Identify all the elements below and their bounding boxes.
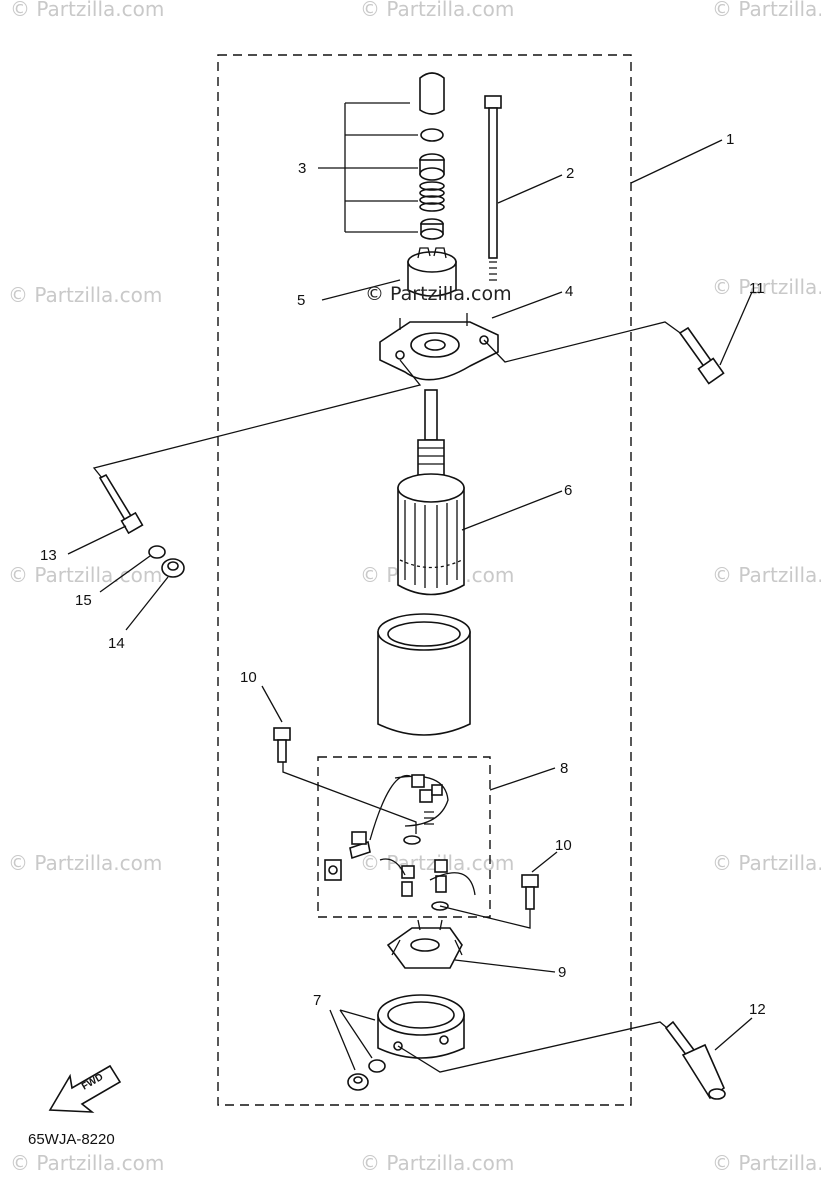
callout-10-upper: 10 — [240, 669, 257, 686]
callout-3: 3 — [298, 160, 306, 177]
bolt-10-lower — [521, 874, 539, 910]
pinion-stopper-set — [419, 72, 445, 240]
assembly-boundary — [217, 54, 632, 1106]
callout-6: 6 — [564, 482, 572, 499]
brush-holder-assembly — [324, 774, 476, 911]
callout-4: 4 — [565, 283, 573, 300]
through-bolt — [484, 95, 502, 281]
bolt-11 — [678, 326, 725, 385]
callout-13: 13 — [40, 547, 57, 564]
callout-12: 12 — [749, 1001, 766, 1018]
watermark-bottom-left: © Partzilla.com — [10, 1151, 164, 1175]
pinion-gear — [407, 247, 457, 297]
callout-14: 14 — [108, 635, 125, 652]
callout-5: 5 — [297, 292, 305, 309]
front-bracket — [379, 313, 499, 381]
watermark-mid-left-1: © Partzilla.com — [8, 283, 162, 307]
armature — [397, 389, 465, 596]
yoke-housing — [377, 613, 471, 736]
callout-7: 7 — [313, 992, 321, 1009]
callout-9: 9 — [558, 964, 566, 981]
washer-15 — [148, 545, 166, 559]
bolt-13 — [98, 473, 144, 535]
watermark-top-right: © Partzilla.com — [712, 0, 821, 21]
nut-7 — [347, 1073, 369, 1091]
nut-14 — [161, 558, 185, 578]
diagram-code: 65WJA-8220 — [28, 1131, 115, 1148]
watermark-top-center: © Partzilla.com — [360, 0, 514, 21]
bolt-12 — [664, 1020, 726, 1100]
bolt-10-upper — [273, 727, 291, 763]
watermark-top-left: © Partzilla.com — [10, 0, 164, 21]
brush-plate — [386, 919, 463, 969]
watermark-mid-left-2: © Partzilla.com — [8, 563, 162, 587]
rear-end-cover — [377, 994, 465, 1059]
watermark-mid-right-1: © Partzilla.com — [712, 275, 821, 299]
callout-10-lower: 10 — [555, 837, 572, 854]
callout-15: 15 — [75, 592, 92, 609]
watermark-low-left: © Partzilla.com — [8, 851, 162, 875]
watermark-bottom-right: © Partzilla.com — [712, 1151, 821, 1175]
callout-11: 11 — [749, 280, 765, 297]
callout-2: 2 — [566, 165, 574, 182]
callout-8: 8 — [560, 760, 568, 777]
watermark-mid-right-2: © Partzilla.com — [712, 563, 821, 587]
watermark-bottom-center: © Partzilla.com — [360, 1151, 514, 1175]
fwd-arrow-icon: FWD — [48, 1064, 122, 1113]
watermark-center-label: © Partzilla.com — [365, 283, 512, 305]
washer-7 — [368, 1059, 386, 1073]
watermark-low-right: © Partzilla.com — [712, 851, 821, 875]
callout-1: 1 — [726, 131, 734, 148]
